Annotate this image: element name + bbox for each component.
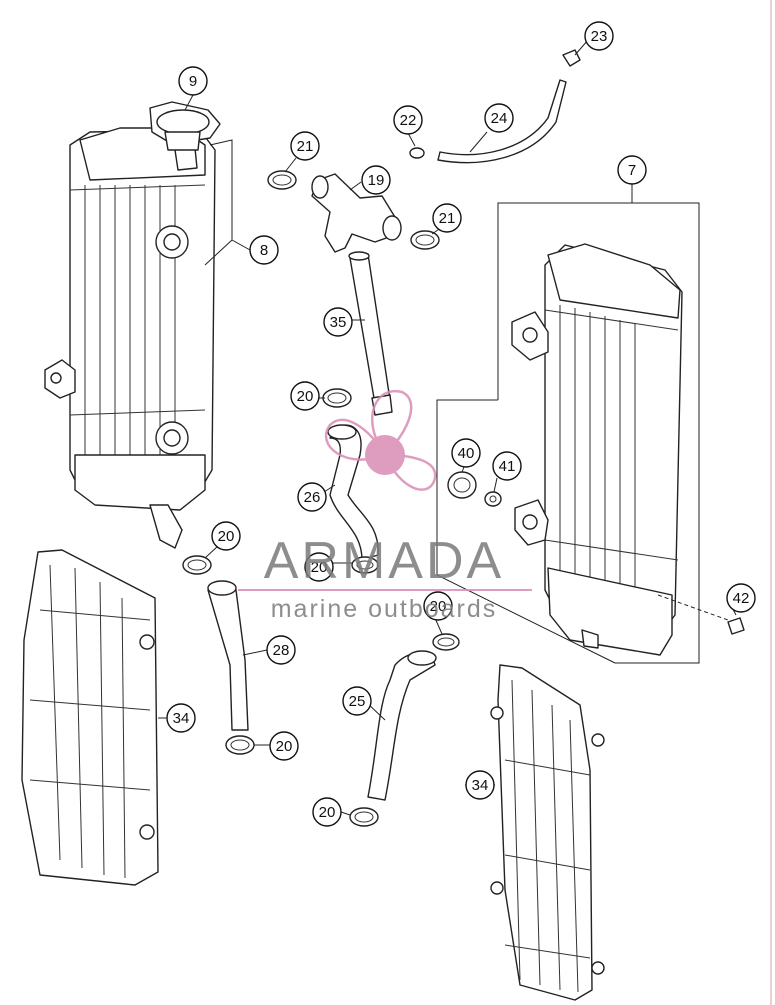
callout-22: 22 <box>393 105 423 135</box>
callout-35: 35 <box>323 307 353 337</box>
watermark: ARMADA marine outboards <box>238 389 532 623</box>
grommet-40 <box>447 471 477 499</box>
svg-text:22: 22 <box>400 112 417 129</box>
svg-text:20: 20 <box>276 738 293 755</box>
svg-text:23: 23 <box>591 28 608 45</box>
callout-20-c: 20 <box>304 552 334 582</box>
svg-text:24: 24 <box>491 110 508 127</box>
watermark-tagline: marine outboards <box>271 595 498 623</box>
svg-text:20: 20 <box>297 388 314 405</box>
hose-26 <box>327 424 379 561</box>
svg-text:28: 28 <box>273 642 290 659</box>
clamp-22 <box>409 147 425 159</box>
clamp-20-f <box>349 807 379 827</box>
callout-28: 28 <box>266 635 296 665</box>
svg-text:21: 21 <box>439 210 456 227</box>
svg-text:20: 20 <box>430 598 447 615</box>
radiator-louvre-right <box>490 664 605 1001</box>
pipe-35 <box>348 251 393 416</box>
clamp-20-a <box>322 388 352 408</box>
washer-41 <box>484 491 502 507</box>
callout-19: 19 <box>361 165 391 195</box>
callout-20-a: 20 <box>290 381 320 411</box>
svg-text:25: 25 <box>349 693 366 710</box>
callout-40: 40 <box>451 438 481 468</box>
svg-text:41: 41 <box>499 458 516 475</box>
svg-text:20: 20 <box>218 528 235 545</box>
left-radiator <box>44 127 216 549</box>
svg-text:35: 35 <box>330 314 347 331</box>
svg-text:20: 20 <box>311 559 328 576</box>
clamp-20-b <box>182 555 212 575</box>
callout-21-right: 21 <box>432 203 462 233</box>
svg-text:34: 34 <box>173 710 190 727</box>
callout-26: 26 <box>297 482 327 512</box>
clamp-21-right <box>410 230 440 250</box>
hose-28 <box>207 580 249 731</box>
callout-21-left: 21 <box>290 131 320 161</box>
callout-9: 9 <box>178 66 208 96</box>
hose-25 <box>367 650 437 801</box>
callout-34-left: 34 <box>166 703 196 733</box>
clamp-20-d <box>432 633 460 651</box>
callout-20-d: 20 <box>423 591 453 621</box>
callout-24: 24 <box>484 103 514 133</box>
callout-8: 8 <box>249 235 279 265</box>
radiator-cap <box>149 101 221 151</box>
right-radiator-group-bracket <box>436 202 700 664</box>
svg-text:19: 19 <box>368 172 385 189</box>
callout-7: 7 <box>617 155 647 185</box>
right-radiator <box>511 243 683 656</box>
callout-34-right: 34 <box>465 770 495 800</box>
svg-text:8: 8 <box>260 242 268 259</box>
callout-20-f: 20 <box>312 797 342 827</box>
radiator-louvre-left <box>21 549 159 886</box>
svg-text:40: 40 <box>458 445 475 462</box>
svg-text:34: 34 <box>472 777 489 794</box>
callout-25: 25 <box>342 686 372 716</box>
bolt-42 <box>657 594 745 635</box>
svg-text:26: 26 <box>304 489 321 506</box>
svg-text:20: 20 <box>319 804 336 821</box>
callout-23: 23 <box>584 21 614 51</box>
propeller-logo-icon <box>324 389 437 491</box>
callout-41: 41 <box>492 451 522 481</box>
callout-42: 42 <box>726 583 756 613</box>
callout-20-b: 20 <box>211 521 241 551</box>
svg-text:21: 21 <box>297 138 314 155</box>
clamp-21-left <box>267 170 297 190</box>
watermark-brand: ARMADA <box>264 532 504 590</box>
hose-24 <box>437 79 567 164</box>
t-connector <box>311 173 402 253</box>
clamp-20-c <box>351 556 379 574</box>
svg-text:42: 42 <box>733 590 750 607</box>
svg-text:9: 9 <box>189 73 197 90</box>
callout-20-e: 20 <box>269 731 299 761</box>
callout-labels: 9 8 21 19 21 22 24 23 7 35 20 40 41 26 2… <box>166 21 756 827</box>
svg-text:7: 7 <box>628 162 636 179</box>
clamp-20-e <box>225 735 255 755</box>
